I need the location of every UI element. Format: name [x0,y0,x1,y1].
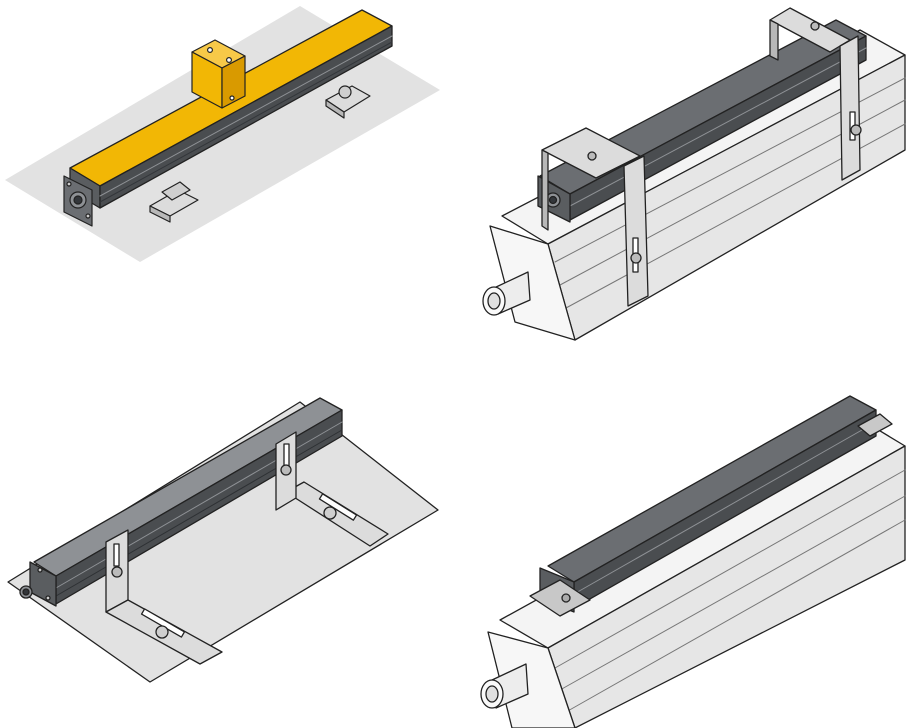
strap-bracket-front [541,127,649,307]
panel-floor-angle-brackets [7,397,439,683]
angle-bracket-rear-upright [275,431,297,511]
piston-rod [482,271,531,316]
mounting-foot-rear [325,85,371,119]
angle-bracket-rear [285,481,389,547]
strap-bracket-rear [769,7,862,181]
panel-cylinder-strap-mount [482,7,906,341]
panel-floor-mount-yellow [5,6,440,262]
magnet-block [191,39,246,109]
mounting-foot-front [149,181,199,223]
sensor-end-cap [63,175,93,227]
panel-cylinder-slot-mount [480,395,906,728]
angle-bracket-front [105,529,223,665]
piston-rod [480,663,529,709]
cylinder-grooves [554,469,906,713]
slot-mount-clip [529,413,893,617]
